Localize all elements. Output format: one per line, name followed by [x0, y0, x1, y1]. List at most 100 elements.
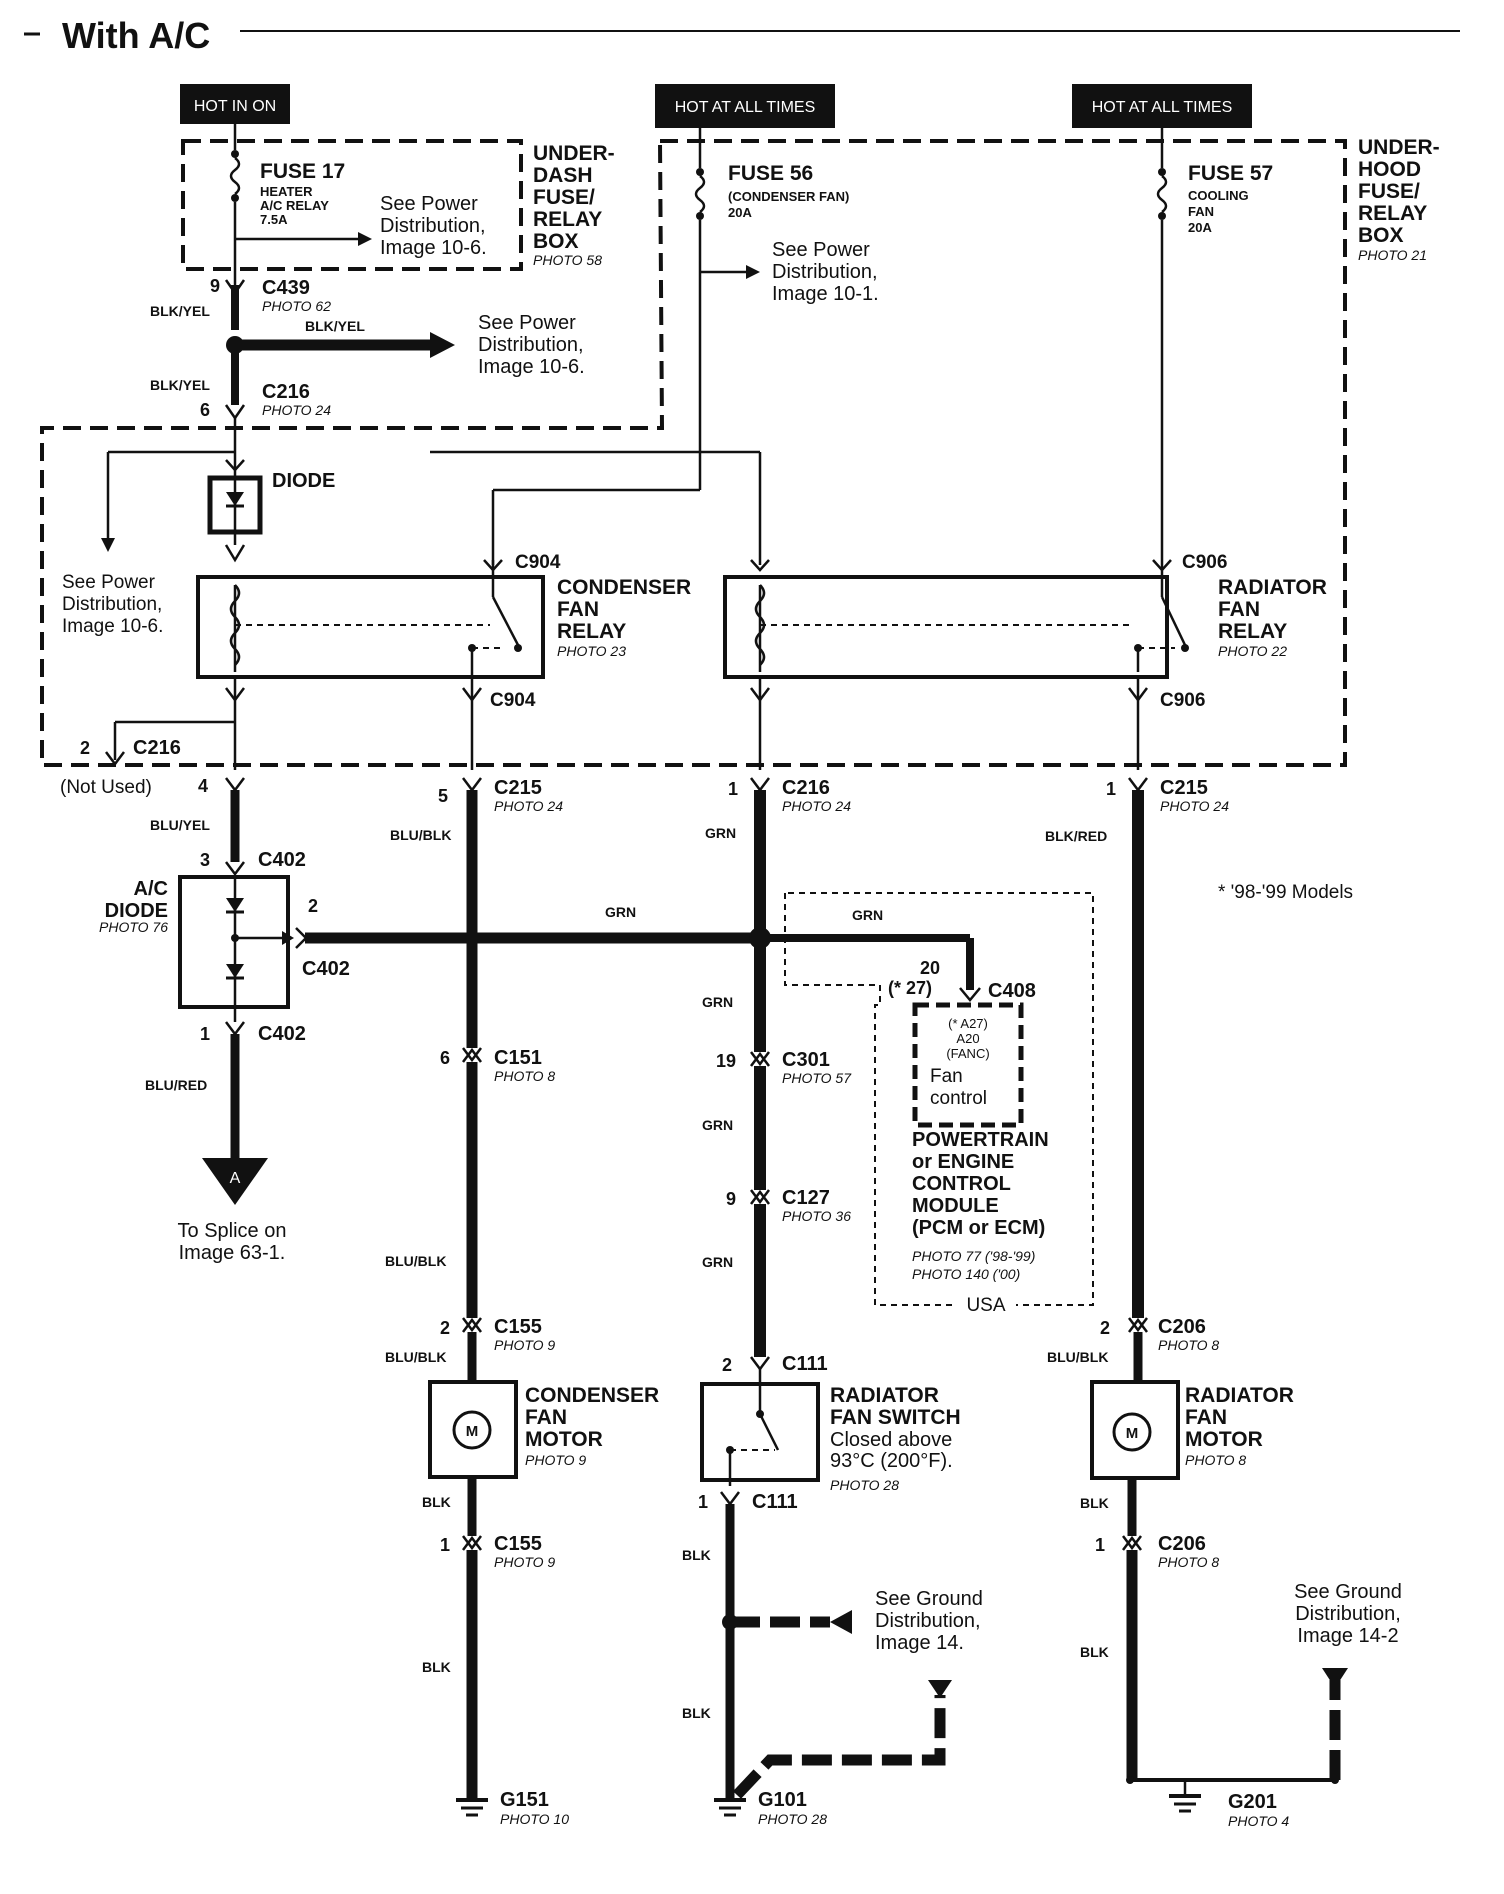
- wire-label-blk-yel: BLK/YEL: [150, 303, 210, 319]
- c408-name: C408: [988, 980, 1036, 1002]
- condenser-motor-photo: PHOTO 9: [525, 1452, 586, 1468]
- wire-label-blu-blk: BLU/BLK: [1047, 1349, 1108, 1365]
- underdash-photo: PHOTO 58: [533, 252, 602, 268]
- c216-b-photo: PHOTO 24: [782, 798, 851, 814]
- fuse-17-name: FUSE 17: [260, 160, 345, 183]
- c127-name: C127: [782, 1187, 830, 1209]
- wire-label-blk: BLK: [422, 1659, 451, 1675]
- wire-label-blk: BLK: [682, 1547, 711, 1563]
- c215-b-photo: PHOTO 24: [1160, 798, 1229, 814]
- hot-in-on-label: HOT IN ON: [180, 84, 290, 124]
- c206-top-connector: [1128, 1317, 1148, 1333]
- c439-name: C439: [262, 277, 310, 299]
- c216-pin-4: 4: [198, 776, 208, 796]
- wire-label-blk-yel: BLK/YEL: [150, 377, 210, 393]
- wire-label-blk: BLK: [682, 1705, 711, 1721]
- c127-connector: [750, 1189, 770, 1205]
- g101-photo: PHOTO 28: [758, 1811, 827, 1827]
- c155-bottom-name: C155: [494, 1533, 542, 1555]
- c216-name: C216: [262, 381, 310, 403]
- diode: [207, 470, 263, 545]
- pcm-photo: PHOTO 77 ('98-'99)PHOTO 140 ('00): [912, 1248, 1035, 1282]
- usa-label: USA: [966, 1295, 1005, 1316]
- c206-top-pin: 2: [1100, 1318, 1110, 1338]
- ac-diode: [178, 875, 294, 1009]
- wire-label-blu-red: BLU/RED: [145, 1077, 207, 1093]
- splice-a-marker: [202, 1158, 268, 1205]
- hot-at-all-times-label-2: HOT AT ALL TIMES: [1072, 84, 1252, 128]
- c155-top-pin: 2: [440, 1318, 450, 1338]
- svg-text:HOT IN ON: HOT IN ON: [194, 98, 276, 115]
- c904-bottom: C904: [490, 690, 536, 711]
- fuse-57: [1156, 128, 1168, 565]
- ground-icon: [456, 1798, 488, 1817]
- wire-label-blk-yel: BLK/YEL: [305, 318, 365, 334]
- fuse-57-name: FUSE 57: [1188, 162, 1273, 185]
- c301-photo: PHOTO 57: [782, 1070, 852, 1086]
- wire-label-grn: GRN: [702, 994, 733, 1010]
- hot-at-all-times-label-1: HOT AT ALL TIMES: [655, 84, 835, 128]
- radiator-motor-photo: PHOTO 8: [1185, 1452, 1246, 1468]
- c215-c216-row-connectors: [225, 777, 1148, 793]
- wire-label-grn: GRN: [705, 825, 736, 841]
- c155-bottom-pin: 1: [440, 1535, 450, 1555]
- c216-top-connector: [224, 404, 246, 421]
- c206-top-photo: PHOTO 8: [1158, 1337, 1219, 1353]
- wire-label-blk-red: BLK/RED: [1045, 828, 1107, 844]
- c111-top-name: C111: [782, 1353, 828, 1375]
- c215-b-name: C215: [1160, 777, 1208, 799]
- c216-pin: 6: [200, 400, 210, 420]
- motor-symbol: M: [1126, 1425, 1139, 1442]
- c216-b-pin: 1: [728, 779, 738, 799]
- wire-label-grn: GRN: [852, 907, 883, 923]
- c216-side-pin: 2: [80, 738, 90, 758]
- c151-name: C151: [494, 1047, 542, 1069]
- diagram-title: With A/C: [24, 15, 1460, 56]
- c155-bottom-photo: PHOTO 9: [494, 1554, 555, 1570]
- ground-icon: [714, 1798, 746, 1817]
- c402-bottom-name: C402: [258, 1023, 306, 1045]
- wire-label-grn: GRN: [702, 1117, 733, 1133]
- condenser-fan-motor: M: [428, 1380, 518, 1479]
- c439-connector: [224, 279, 246, 330]
- c155-bottom-connector: [462, 1535, 482, 1551]
- c215-b-pin: 1: [1106, 779, 1116, 799]
- c408-pin-alt: (* 27): [888, 978, 932, 998]
- ac-diode-photo: PHOTO 76: [99, 919, 168, 935]
- svg-text:With A/C: With A/C: [62, 15, 210, 56]
- arrow-down-icon: [101, 538, 115, 552]
- radiator-relay-photo: PHOTO 22: [1218, 643, 1287, 659]
- c151-pin: 6: [440, 1048, 450, 1068]
- c206-bottom-name: C206: [1158, 1533, 1206, 1555]
- wire-label-blu-yel: BLU/YEL: [150, 817, 210, 833]
- c216-photo: PHOTO 24: [262, 402, 331, 418]
- g151-photo: PHOTO 10: [500, 1811, 569, 1827]
- fuse-56-name: FUSE 56: [728, 162, 813, 185]
- radiator-switch-photo: PHOTO 28: [830, 1477, 899, 1493]
- c402-side-name: C402: [302, 958, 350, 980]
- underhood-photo: PHOTO 21: [1358, 247, 1427, 263]
- c155-top-photo: PHOTO 9: [494, 1337, 555, 1353]
- condenser-fan-relay: [196, 560, 545, 679]
- wire-label-blk: BLK: [422, 1494, 451, 1510]
- radiator-fan-relay: [723, 565, 1189, 679]
- c402-bottom-pin: 1: [200, 1024, 210, 1044]
- wire-label-blk: BLK: [1080, 1644, 1109, 1660]
- c301-connector: [750, 1051, 770, 1067]
- c216-side-name: C216: [133, 737, 181, 759]
- c906-top: C906: [1182, 552, 1227, 573]
- underhood-box: [40, 139, 1347, 767]
